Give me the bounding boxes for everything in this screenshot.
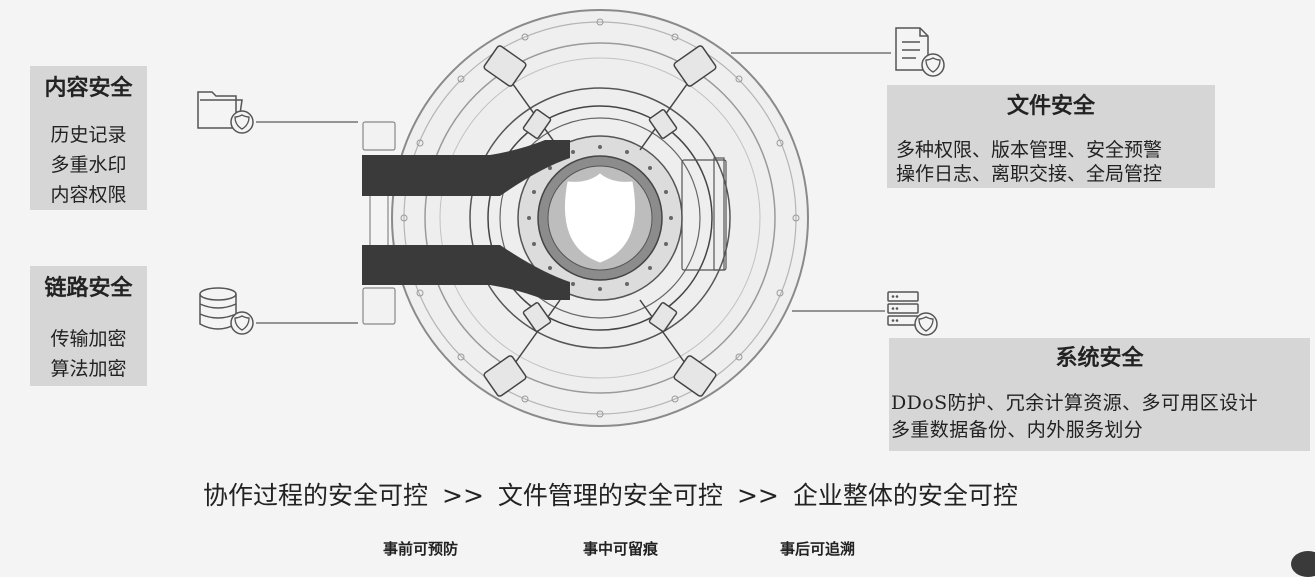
content-security-item: 内容权限 (50, 184, 127, 206)
flow-step-enterprise: 企业整体的安全可控 (792, 481, 1018, 510)
database-shield-icon (199, 287, 254, 335)
content-security-panel: 内容安全 历史记录 多重水印 内容权限 (30, 66, 147, 210)
system-security-title: 系统安全 (1055, 345, 1144, 371)
flow-separator: >> (442, 481, 484, 510)
file-security-item: 操作日志、离职交接、全局管控 (896, 163, 1163, 185)
file-security-panel: 文件安全 多种权限、版本管理、安全预警 操作日志、离职交接、全局管控 (887, 85, 1215, 188)
link-security-title: 链路安全 (44, 275, 133, 301)
flow-step-file-management: 文件管理的安全可控 (497, 481, 723, 510)
link-security-item: 传输加密 (50, 328, 127, 350)
content-security-item: 多重水印 (50, 154, 127, 176)
security-flow: 协作过程的安全可控 >> 文件管理的安全可控 >> 企业整体的安全可控 (203, 476, 1032, 512)
link-security-item: 算法加密 (50, 358, 127, 380)
stage-before: 事前可预防 (383, 540, 459, 558)
server-shield-icon (887, 291, 938, 336)
flow-separator: >> (736, 481, 779, 510)
file-security-item: 多种权限、版本管理、安全预警 (896, 139, 1163, 161)
system-security-panel: 系统安全 DDoS防护、冗余计算资源、多可用区设计 多重数据备份、内外服务划分 (889, 338, 1310, 451)
stage-after: 事后可追溯 (780, 540, 856, 558)
system-security-item: 多重数据备份、内外服务划分 (891, 419, 1144, 441)
document-shield-icon (895, 27, 945, 77)
content-security-title: 内容安全 (44, 75, 133, 101)
system-security-item: DDoS防护、冗余计算资源、多可用区设计 (891, 392, 1258, 414)
content-security-item: 历史记录 (50, 124, 127, 146)
file-security-title: 文件安全 (1006, 93, 1095, 119)
stage-during: 事中可留痕 (583, 540, 659, 558)
folder-shield-icon (197, 91, 254, 134)
flow-step-collaboration: 协作过程的安全可控 (203, 481, 429, 510)
link-security-panel: 链路安全 传输加密 算法加密 (30, 266, 147, 386)
corner-decoration (1291, 551, 1315, 577)
